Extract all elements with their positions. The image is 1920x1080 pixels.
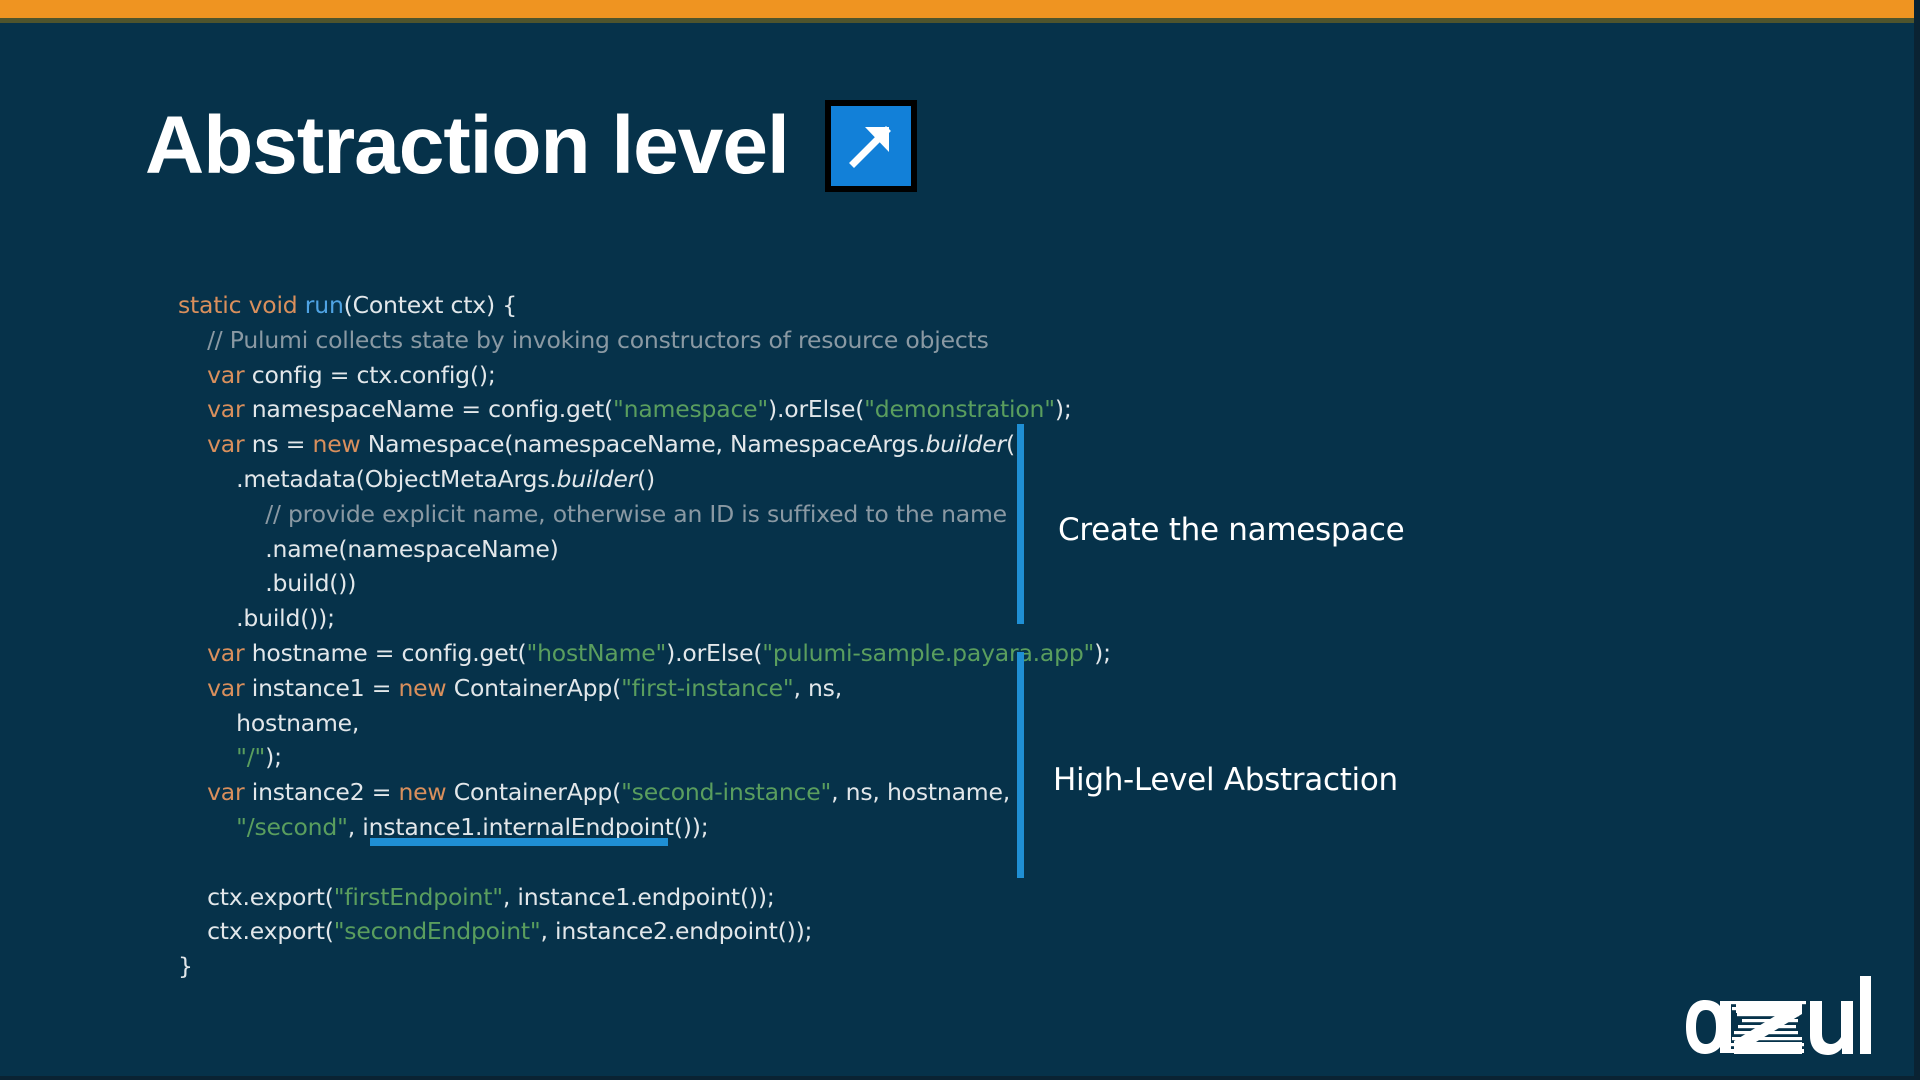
code-token: run (304, 291, 344, 319)
code-line: "/second", instance1.internalEndpoint())… (178, 810, 1111, 845)
code-token: builder (556, 464, 638, 493)
top-accent-bar (0, 0, 1914, 18)
code-token: instance1 = (251, 673, 399, 702)
code-token: var (178, 673, 252, 702)
code-line: ctx.export("secondEndpoint", instance2.e… (178, 914, 1111, 949)
code-token: ctx.export( (178, 917, 334, 946)
code-line: var namespaceName = config.get("namespac… (178, 392, 1111, 427)
code-token: ns = (251, 430, 313, 459)
code-line: var hostname = config.get("hostName").or… (178, 636, 1111, 671)
code-token: "secondEndpoint" (333, 917, 541, 946)
annotation-bracket-2 (1017, 652, 1024, 878)
code-highlight-underline (370, 838, 668, 846)
code-token: , instance1.endpoint()); (502, 882, 775, 911)
annotation-label-high-level-abstraction: High-Level Abstraction (1053, 762, 1398, 798)
code-token: .build()) (178, 569, 357, 598)
code-token: "pulumi-sample.payara.app" (762, 638, 1095, 667)
code-token: "/" (178, 743, 266, 772)
code-token: "hostName" (526, 638, 667, 667)
code-token: new (398, 673, 454, 702)
code-line: // Pulumi collects state by invoking con… (178, 323, 1111, 358)
code-token: () (637, 464, 655, 493)
code-token: config = ctx.config(); (251, 360, 496, 389)
azul-logo (1684, 970, 1872, 1056)
code-token: , ns, (793, 673, 842, 702)
code-token: var (178, 360, 252, 389)
code-line: .name(namespaceName) (178, 532, 1111, 567)
code-token: .build()); (178, 604, 335, 633)
code-line: var config = ctx.config(); (178, 358, 1111, 393)
code-token: namespaceName = config.get( (251, 395, 614, 424)
code-line: var instance2 = new ContainerApp("second… (178, 775, 1111, 810)
code-token: new (312, 430, 368, 459)
code-token: ); (265, 743, 282, 772)
code-token: hostname, (178, 708, 360, 737)
code-token: // provide explicit name, otherwise an I… (178, 499, 1007, 528)
code-token: new (398, 778, 454, 807)
code-token: instance2 = (251, 778, 399, 807)
code-listing: static void run(Context ctx) { // Pulumi… (178, 288, 1111, 984)
code-token: ).orElse( (768, 395, 865, 424)
code-line (178, 845, 1111, 880)
code-line: hostname, (178, 706, 1111, 741)
code-token: // Pulumi collects state by invoking con… (178, 325, 989, 354)
code-line: var instance1 = new ContainerApp("first-… (178, 671, 1111, 706)
code-line: .build()) (178, 566, 1111, 601)
code-line: "/"); (178, 740, 1111, 775)
code-token: Namespace(namespaceName, NamespaceArgs. (367, 430, 926, 459)
code-token: ); (1054, 395, 1072, 424)
page-title: Abstraction level (145, 100, 790, 191)
code-token: ContainerApp( (453, 673, 622, 702)
code-token: , instance2.endpoint()); (540, 917, 813, 946)
arrow-up-right-icon (824, 100, 917, 192)
code-token: "namespace" (613, 395, 769, 424)
code-token: "first-instance" (621, 673, 794, 702)
code-token: ); (1094, 638, 1111, 667)
code-token: var (178, 430, 252, 459)
code-line: .build()); (178, 601, 1111, 636)
code-line: var ns = new Namespace(namespaceName, Na… (178, 427, 1111, 462)
code-token: "second-instance" (621, 778, 832, 807)
code-token: hostname = config.get( (251, 638, 527, 667)
code-token: "/second" (178, 812, 348, 841)
top-accent-bar-shadow (0, 18, 1914, 23)
code-line: ctx.export("firstEndpoint", instance1.en… (178, 880, 1111, 915)
code-token: , instance1.internalEndpoint()); (347, 812, 709, 841)
code-line: // provide explicit name, otherwise an I… (178, 497, 1111, 532)
code-token: ).orElse( (666, 638, 763, 667)
annotation-bracket-1 (1017, 424, 1024, 624)
code-token: } (178, 952, 193, 981)
code-token: ContainerApp( (453, 778, 622, 807)
code-token: var (178, 395, 252, 424)
code-line: static void run(Context ctx) { (178, 288, 1111, 323)
code-line: } (178, 949, 1111, 984)
code-token: var (178, 638, 252, 667)
code-token: builder (925, 430, 1006, 459)
code-token: var (178, 778, 252, 807)
code-token: , ns, hostname, (831, 778, 1010, 807)
code-token: .metadata(ObjectMetaArgs. (178, 464, 557, 493)
code-token: "firstEndpoint" (333, 882, 503, 911)
annotation-label-create-namespace: Create the namespace (1058, 512, 1405, 548)
code-token: "demonstration" (864, 395, 1055, 424)
code-token: (Context ctx) { (343, 291, 518, 319)
code-token: static void (178, 291, 305, 319)
code-token: .name(namespaceName) (178, 534, 559, 563)
code-line: .metadata(ObjectMetaArgs.builder() (178, 462, 1111, 497)
title-row: Abstraction level (145, 100, 917, 192)
code-token: ctx.export( (178, 882, 334, 911)
